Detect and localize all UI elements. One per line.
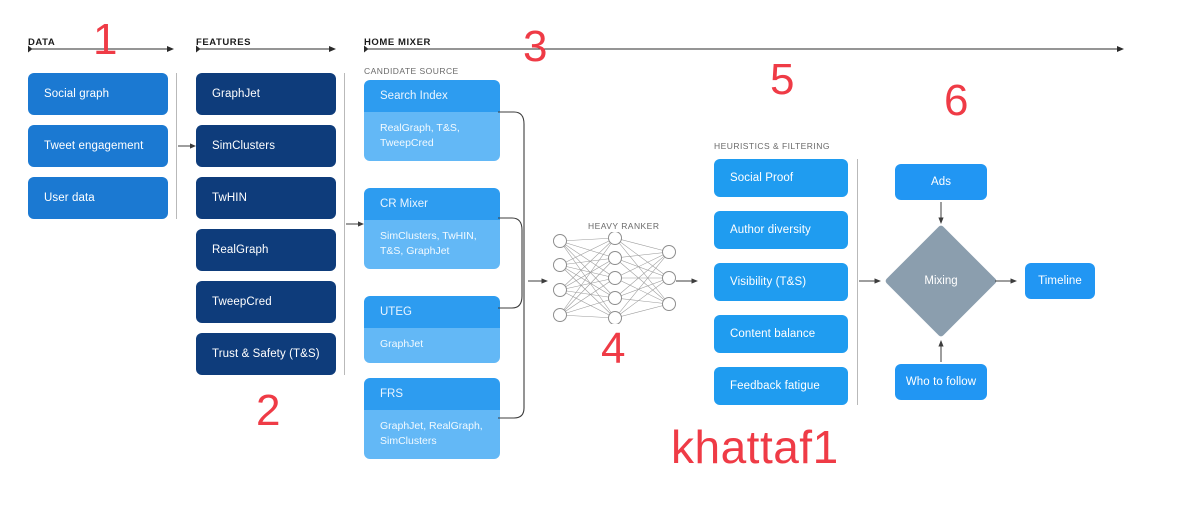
mixing-input-box-who-to-follow[interactable]: Who to follow [895, 364, 987, 400]
data-box-social-graph[interactable]: Social graph [28, 73, 168, 115]
feature-box-graphjet[interactable]: GraphJet [196, 73, 336, 115]
candidate-source-card-cr-mixer[interactable]: CR Mixer SimClusters, TwHIN, T&S, GraphJ… [364, 188, 500, 270]
data-box-label: Social graph [44, 87, 110, 100]
feature-box-label: RealGraph [212, 243, 269, 256]
data-box-label: Tweet engagement [44, 139, 144, 152]
data-box-user-data[interactable]: User data [28, 177, 168, 219]
arrow-features-to-candidate-source [346, 219, 364, 229]
candidate-source-card-search-index[interactable]: Search Index RealGraph, T&S, TweepCred [364, 80, 500, 162]
annotation-number-6: 6 [944, 76, 969, 125]
mixing-label: Mixing [924, 275, 958, 287]
feature-box-tweepcred[interactable]: TweepCred [196, 281, 336, 323]
heuristics-box-label: Author diversity [730, 223, 811, 236]
stage-label-home-mixer: HOME MIXER [364, 37, 431, 48]
feature-box-label: TwHIN [212, 191, 247, 204]
heuristics-box-content-balance[interactable]: Content balance [714, 315, 848, 353]
feature-box-simclusters[interactable]: SimClusters [196, 125, 336, 167]
arrow-who-to-follow-to-mixing [936, 340, 946, 362]
arrow-data-to-features [178, 141, 196, 151]
candidate-source-features: SimClusters, TwHIN, T&S, GraphJet [364, 220, 500, 270]
candidate-source-title: UTEG [364, 296, 500, 329]
candidate-source-title: CR Mixer [364, 188, 500, 221]
arrow-mixing-to-timeline [995, 276, 1017, 286]
feature-box-label: TweepCred [212, 295, 272, 308]
stage-label-features: FEATURES [196, 37, 252, 48]
heuristics-box-visibility[interactable]: Visibility (T&S) [714, 263, 848, 301]
heuristics-box-social-proof[interactable]: Social Proof [714, 159, 848, 197]
mixing-input-box-ads[interactable]: Ads [895, 164, 987, 200]
divider-features-homemixer [344, 73, 345, 375]
stage-label-data: DATA [28, 37, 56, 48]
heuristics-box-label: Social Proof [730, 171, 794, 184]
annotation-number-1: 1 [93, 15, 118, 64]
arrow-heuristics-to-mixing [859, 276, 881, 286]
divider-data-features [176, 73, 177, 219]
who-to-follow-label: Who to follow [905, 375, 977, 388]
data-box-tweet-engagement[interactable]: Tweet engagement [28, 125, 168, 167]
data-box-label: User data [44, 191, 95, 204]
annotation-number-4: 4 [601, 324, 626, 373]
divider-heuristics-mixing [857, 159, 858, 405]
arrow-ads-to-mixing [936, 202, 946, 224]
feature-box-label: Trust & Safety (T&S) [212, 347, 320, 360]
candidate-source-card-uteg[interactable]: UTEG GraphJet [364, 296, 500, 363]
heavy-ranker-neural-net [550, 231, 680, 325]
feature-box-trust-safety[interactable]: Trust & Safety (T&S) [196, 333, 336, 375]
arrow-candidate-source-to-heavy-ranker [528, 276, 548, 286]
annotation-number-3: 3 [523, 22, 548, 71]
heuristics-box-label: Visibility (T&S) [730, 275, 807, 288]
timeline-label: Timeline [1038, 274, 1082, 287]
sub-label-heavy-ranker: HEAVY RANKER [588, 221, 660, 231]
heuristics-box-author-diversity[interactable]: Author diversity [714, 211, 848, 249]
annotation-number-5: 5 [770, 55, 795, 104]
heuristics-box-label: Feedback fatigue [730, 379, 820, 392]
candidate-source-features: GraphJet, RealGraph, SimClusters [364, 410, 500, 460]
candidate-source-title: FRS [364, 378, 500, 411]
connector-candidate-sources-to-ranker [498, 110, 532, 420]
heuristics-box-label: Content balance [730, 327, 816, 340]
output-box-timeline[interactable]: Timeline [1025, 263, 1095, 299]
feature-box-label: GraphJet [212, 87, 261, 100]
annotation-number-2: 2 [256, 386, 281, 435]
axis-arrow-home-mixer [362, 44, 1124, 54]
axis-arrow-data [26, 44, 174, 54]
candidate-source-title: Search Index [364, 80, 500, 113]
arrow-heavy-ranker-to-heuristics [676, 276, 698, 286]
candidate-source-features: GraphJet [364, 328, 500, 363]
axis-arrow-features [194, 44, 336, 54]
ads-label: Ads [930, 175, 952, 188]
feature-box-realgraph[interactable]: RealGraph [196, 229, 336, 271]
feature-box-twhin[interactable]: TwHIN [196, 177, 336, 219]
candidate-source-features: RealGraph, T&S, TweepCred [364, 112, 500, 162]
sub-label-heuristics: HEURISTICS & FILTERING [714, 141, 830, 151]
heuristics-box-feedback-fatigue[interactable]: Feedback fatigue [714, 367, 848, 405]
candidate-source-card-frs[interactable]: FRS GraphJet, RealGraph, SimClusters [364, 378, 500, 460]
annotation-watermark-khattaf1: khattaf1 [671, 421, 839, 473]
sub-label-candidate-source: CANDIDATE SOURCE [364, 66, 459, 76]
feature-box-label: SimClusters [212, 139, 276, 152]
